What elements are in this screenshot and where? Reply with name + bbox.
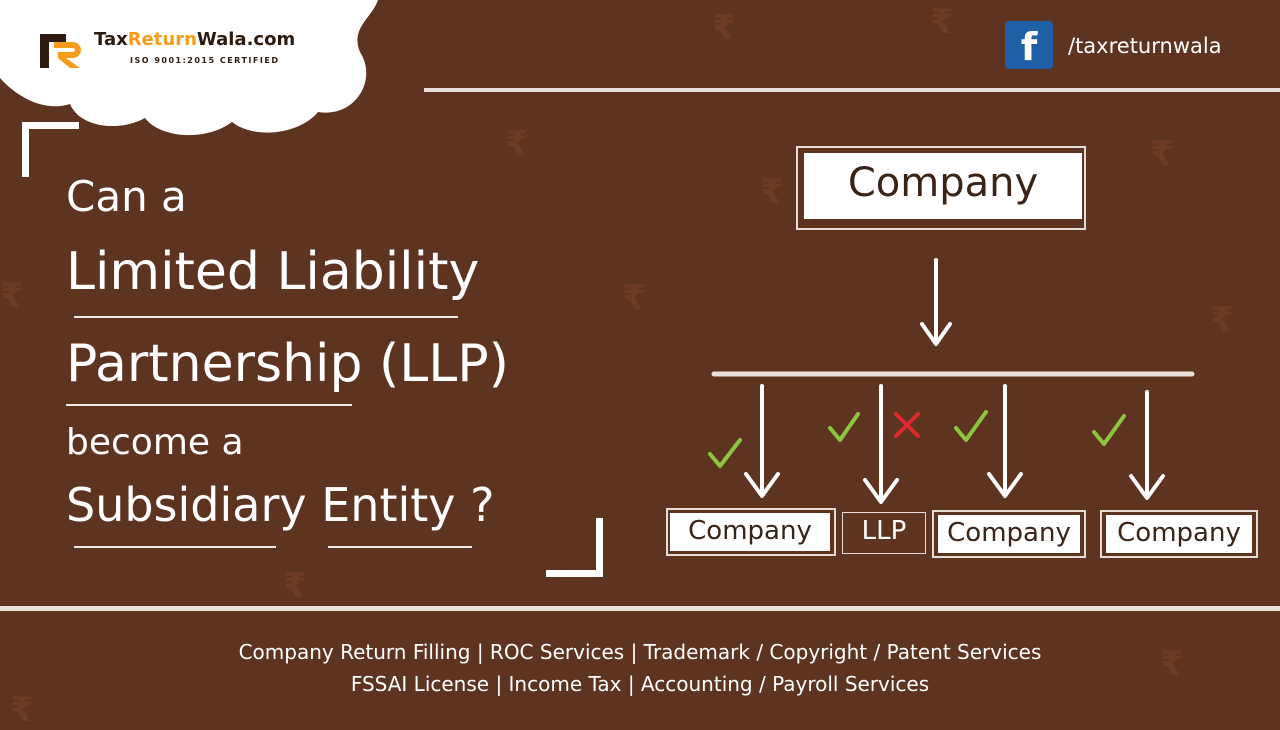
- parent-company-box-inner: [804, 153, 1082, 219]
- arrow-down-icon: [987, 384, 1023, 498]
- check-icon: [708, 438, 742, 468]
- corner-bracket-bottom-right: [546, 518, 603, 577]
- parent-company-label: Company: [847, 160, 1039, 206]
- headline-line-5: Subsidiary Entity ?: [66, 478, 495, 532]
- child-company-box-inner: [1106, 515, 1252, 553]
- watermark-logo-icon: ₹: [0, 276, 24, 316]
- headline-line-1: Can a: [66, 172, 187, 221]
- brand-name: TaxReturnWala.com: [94, 29, 296, 50]
- facebook-handle[interactable]: /taxreturnwala: [1068, 34, 1222, 58]
- child-company-box: [932, 510, 1086, 558]
- child-company-box-inner: [670, 513, 830, 551]
- watermark-logo-icon: ₹: [1210, 300, 1234, 340]
- facebook-icon[interactable]: f: [1005, 21, 1053, 69]
- child-company-label: Company: [947, 518, 1071, 548]
- logo-cloud-background: [0, 0, 378, 136]
- headline-underline: [66, 404, 352, 406]
- child-company-box: [1100, 510, 1258, 558]
- watermark-logo-icon: ₹: [1150, 134, 1174, 174]
- check-icon: [954, 410, 988, 442]
- arrow-down-icon: [863, 384, 899, 504]
- logo-icon: [40, 34, 81, 68]
- services-line-1: Company Return Filling | ROC Services | …: [238, 640, 1042, 664]
- bottom-divider: [0, 606, 1280, 611]
- top-divider: [424, 88, 1280, 92]
- arrow-down-icon: [744, 384, 780, 498]
- watermark-logo-icon: ₹: [712, 8, 736, 48]
- watermark-logo-icon: ₹: [622, 278, 646, 318]
- watermark-logo-icon: ₹: [930, 2, 954, 42]
- child-company-box-inner: [938, 515, 1080, 553]
- watermark-logo-icon: ₹: [505, 124, 529, 164]
- cross-icon: [894, 412, 920, 438]
- child-llp-box: [842, 512, 926, 554]
- child-llp-label: LLP: [861, 516, 907, 546]
- corner-bracket-top-left: [22, 122, 79, 177]
- headline-line-4: become a: [66, 422, 244, 463]
- headline-underline: [328, 546, 472, 548]
- watermark-logo-icon: ₹: [760, 172, 784, 212]
- check-icon: [828, 412, 860, 442]
- headline-line-2: Limited Liability: [66, 242, 480, 302]
- arrow-down-icon: [1129, 390, 1165, 500]
- arrow-down-icon: [920, 258, 952, 346]
- watermark-logo-icon: ₹: [1160, 644, 1184, 684]
- iso-certification: ISO 9001:2015 CERTIFIED: [130, 56, 280, 65]
- watermark-logo-icon: ₹: [283, 566, 307, 606]
- child-company-label: Company: [1117, 518, 1241, 548]
- child-company-box: [666, 508, 836, 556]
- services-line-2: FSSAI License | Income Tax | Accounting …: [350, 672, 930, 696]
- headline-underline: [74, 546, 276, 548]
- child-company-label: Company: [688, 516, 812, 546]
- check-icon: [1092, 414, 1126, 446]
- headline-line-3: Partnership (LLP): [66, 334, 509, 394]
- parent-company-box: [796, 146, 1086, 230]
- headline-underline: [74, 316, 458, 318]
